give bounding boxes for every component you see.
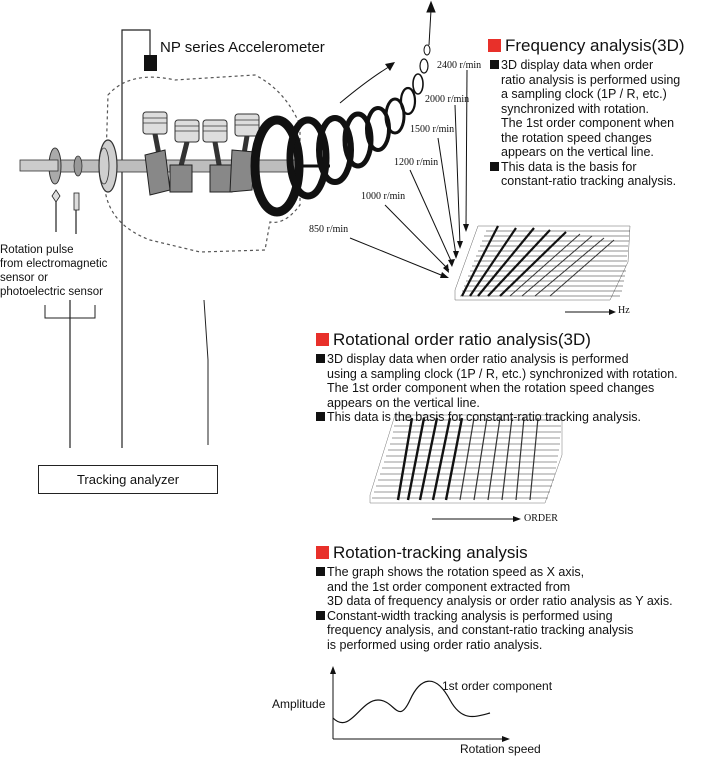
desc-line: The graph shows the rotation speed as X … (327, 565, 585, 579)
bullet-square-icon (316, 567, 325, 576)
desc-line: This data is the basis for constant-rati… (327, 410, 642, 424)
sensor-bracket (44, 305, 96, 319)
rpm-label: 2000 r/min (425, 94, 470, 105)
desc-line: a sampling clock (1P / R, etc.) (501, 87, 667, 101)
desc-line: and the 1st order component extracted fr… (327, 579, 571, 594)
tracking-analyzer-label: Tracking analyzer (76, 472, 180, 487)
sensor-label-line: Rotation pulse (0, 244, 74, 256)
desc-line: the rotation speed changes (501, 130, 652, 145)
sensor-label: Rotation pulse from electromagnetic sens… (0, 243, 125, 299)
red-square-icon (316, 546, 329, 559)
red-square-icon (488, 39, 501, 52)
red-square-icon (316, 333, 329, 346)
tracking-analyzer-box: Tracking analyzer (38, 465, 218, 494)
bullet-square-icon (490, 161, 499, 171)
rotation-speed-label: Rotation speed (460, 742, 541, 756)
accelerometer-sensor (144, 55, 157, 71)
desc-line: appears on the vertical line. (327, 395, 480, 410)
sensor-label-line: photoelectric sensor (0, 286, 103, 298)
engine-crankshaft (19, 111, 301, 196)
desc-line: frequency analysis, and constant-ratio t… (327, 623, 634, 637)
desc-line: The 1st order component when the rotatio… (327, 381, 655, 395)
desc-line: 3D display data when order ratio analysi… (327, 352, 629, 366)
rpm-label: 2400 r/min (437, 60, 482, 71)
sensor-label-line: from electromagnetic (0, 258, 108, 270)
desc-line: constant-ratio tracking analysis. (501, 174, 677, 188)
hz-axis-label: Hz (618, 305, 630, 316)
desc-line: synchronized with rotation. (501, 101, 649, 116)
sensor-label-line: sensor or (0, 272, 48, 284)
tracking-title: Rotation-tracking analysis (316, 543, 528, 563)
bullet-square-icon (316, 610, 325, 620)
order-description: 3D display data when order ratio analysi… (316, 352, 703, 425)
accelerometer-cable (121, 29, 151, 448)
tracking-plot (330, 666, 510, 742)
order-waterfall-plot (369, 414, 563, 522)
frequency-description: 3D display data when order ratio analysi… (490, 58, 700, 189)
order-title-text: Rotational order ratio analysis(3D) (333, 330, 591, 349)
desc-line: 3D display data when order (501, 58, 654, 72)
first-order-curve (332, 680, 491, 724)
amplitude-label: Amplitude (272, 697, 326, 711)
frequency-waterfall-plot (454, 225, 631, 315)
frequency-title-text: Frequency analysis(3D) (505, 36, 685, 55)
rotation-pulse-sensor (51, 189, 80, 234)
frequency-title: Frequency analysis(3D) (488, 36, 685, 56)
desc-line: The 1st order component when (501, 116, 675, 130)
first-order-label: 1st order component (442, 679, 553, 693)
bullet-square-icon (316, 354, 325, 363)
rpm-label: 850 r/min (309, 224, 349, 235)
desc-line: using a sampling clock (1P / R, etc.) sy… (327, 366, 678, 381)
engine-outline (104, 74, 301, 253)
order-axis-label: ORDER (524, 513, 558, 524)
tracking-description: The graph shows the rotation speed as X … (316, 565, 701, 652)
vibration-spiral (250, 0, 436, 217)
desc-line: is performed using order ratio analysis. (327, 637, 543, 652)
desc-line: This data is the basis for (501, 159, 637, 174)
tracking-title-text: Rotation-tracking analysis (333, 543, 528, 562)
rpm-label: 1500 r/min (410, 124, 455, 135)
rpm-leaders (349, 69, 468, 278)
rpm-label: 1000 r/min (361, 191, 406, 202)
desc-line: 3D data of frequency analysis or order r… (327, 594, 673, 608)
order-title: Rotational order ratio analysis(3D) (316, 330, 591, 350)
desc-line: appears on the vertical line. (501, 145, 654, 159)
desc-line: ratio analysis is performed using (501, 72, 681, 87)
accelerometer-label: NP series Accelerometer (160, 39, 325, 56)
bullet-square-icon (490, 60, 499, 69)
bullet-square-icon (316, 412, 325, 421)
rpm-label: 1200 r/min (394, 157, 439, 168)
desc-line: Constant-width tracking analysis is perf… (327, 608, 613, 623)
